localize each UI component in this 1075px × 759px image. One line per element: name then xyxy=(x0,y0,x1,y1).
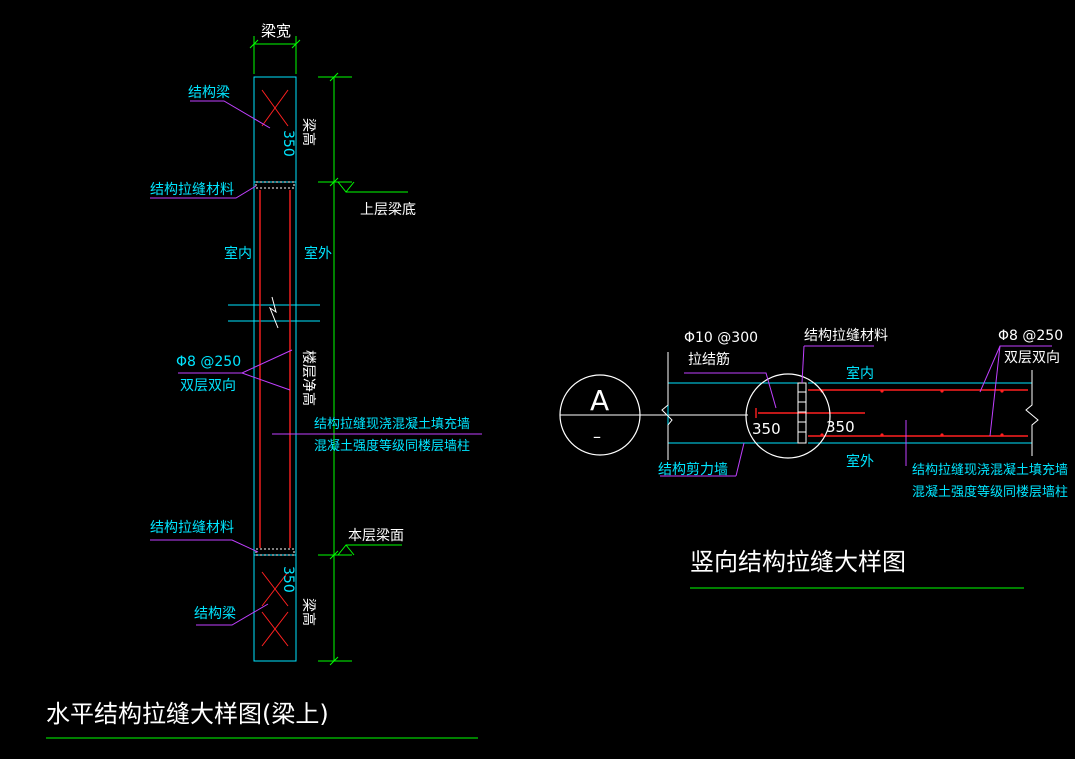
bottom-beam-label: 结构梁 xyxy=(194,606,236,622)
right-outdoor-label: 室外 xyxy=(846,453,874,470)
right-dim-value: 350 xyxy=(826,418,855,436)
gap-material-ticks xyxy=(798,391,806,433)
right-note-line2: 混凝土强度等级同楼层墙柱 xyxy=(912,484,1068,500)
wall-rebar xyxy=(259,190,291,548)
right-view-title: 竖向结构拉缝大样图 xyxy=(690,548,906,576)
horizontal-joint-detail: 梁宽 350 350 xyxy=(46,22,482,739)
left-dim-value: 350 xyxy=(752,420,781,438)
top-beam-label: 结构梁 xyxy=(188,85,230,101)
right-rebar-spec-line2: 双层双向 xyxy=(1004,350,1060,366)
rebar-spec-line1: Φ8 @250 xyxy=(176,354,241,370)
fill-wall-break xyxy=(1025,370,1039,456)
fill-note-line1: 结构拉缝现浇混凝土填充墙 xyxy=(314,416,470,432)
leaders xyxy=(150,100,482,626)
right-leaders xyxy=(660,345,1052,477)
vertical-gap-material-label: 结构拉缝材料 xyxy=(804,328,888,344)
fill-wall-outline xyxy=(808,382,1032,444)
bottom-dim-value: 350 xyxy=(280,566,296,593)
tie-bar-label: 拉结筋 xyxy=(688,351,730,368)
top-gap-material-label: 结构拉缝材料 xyxy=(150,182,234,198)
bottom-gap-material-label: 结构拉缝材料 xyxy=(150,520,234,536)
left-view-title: 水平结构拉缝大样图(梁上) xyxy=(46,700,329,728)
beam-width-label: 梁宽 xyxy=(261,22,291,40)
this-floor-marker xyxy=(337,544,402,556)
floor-height-label: 楼层净高 xyxy=(300,350,317,406)
detail-circle xyxy=(745,373,831,459)
shear-wall-break xyxy=(661,352,673,460)
section-marker-letter: A xyxy=(590,384,609,417)
bottom-gap-material xyxy=(255,548,295,556)
upper-beam-bottom-label: 上层梁底 xyxy=(360,202,416,218)
this-floor-label: 本层梁面 xyxy=(348,528,404,544)
beam-hatch xyxy=(261,89,289,647)
beam-height-bottom: 梁高 xyxy=(300,598,317,626)
beam-height-top: 梁高 xyxy=(300,118,317,146)
upper-beam-bottom-marker xyxy=(337,181,408,193)
right-indoor-label: 室内 xyxy=(846,365,874,382)
shear-wall-label: 结构剪力墙 xyxy=(658,462,728,478)
indoor-label: 室内 xyxy=(224,245,252,262)
section-marker-sub: – xyxy=(593,427,601,446)
top-dim-value: 350 xyxy=(280,130,296,157)
top-gap-material xyxy=(255,181,295,189)
vertical-joint-detail: A – xyxy=(559,328,1068,589)
outdoor-label: 室外 xyxy=(304,245,332,262)
break-line xyxy=(268,296,279,329)
right-rebar-spec-line1: Φ8 @250 xyxy=(998,328,1063,344)
rebar-spec-line2: 双层双向 xyxy=(180,378,236,394)
right-note-line1: 结构拉缝现浇混凝土填充墙 xyxy=(912,462,1068,478)
fill-note-line2: 混凝土强度等级同楼层墙柱 xyxy=(314,438,470,454)
beam-width-dimension xyxy=(249,36,301,74)
tie-bar-spec: Φ10 @300 xyxy=(684,330,758,346)
fill-wall-rebar xyxy=(755,389,1028,437)
height-dimension xyxy=(318,72,352,666)
